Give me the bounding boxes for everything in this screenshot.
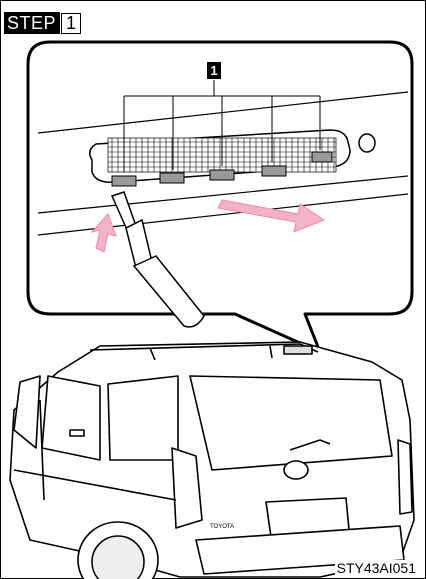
badge-left: TOYOTA: [210, 524, 234, 530]
step-header: STEP 1: [4, 12, 81, 34]
high-mount-stop-light: [90, 130, 350, 186]
push-arrow: [92, 214, 116, 252]
detail-view: [28, 42, 412, 352]
step-label: STEP: [4, 12, 60, 34]
callout-marker: 1: [207, 62, 221, 79]
figure-code: STY43AI051: [335, 560, 418, 576]
hole: [359, 134, 375, 152]
step-number: 1: [61, 13, 81, 34]
screwdriver: [112, 192, 204, 327]
vehicle: [10, 342, 414, 579]
